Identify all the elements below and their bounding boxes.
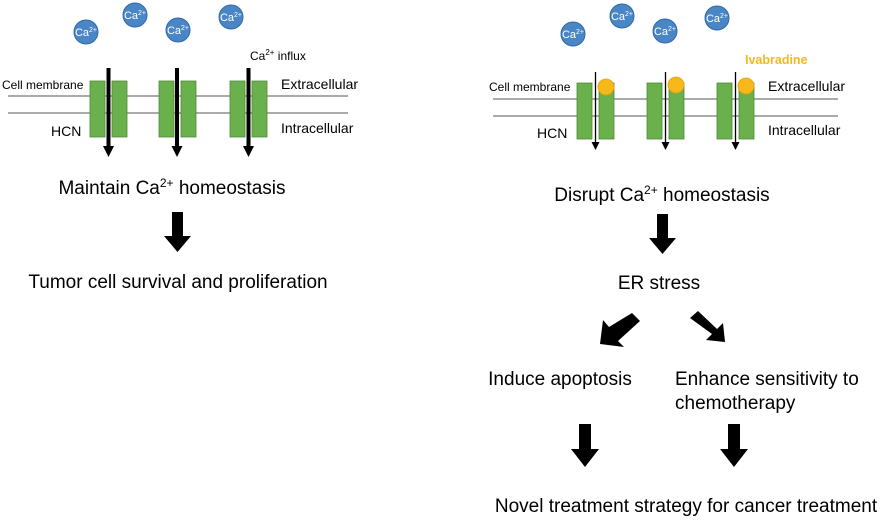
right-calcium-ion-2: Ca2+: [609, 3, 635, 29]
right-calcium-ion-4: Ca2+: [704, 5, 730, 31]
left-hcn-channel-3: [229, 80, 268, 138]
left-down-arrow: [164, 212, 191, 252]
right-calcium-ion-1: Ca2+: [560, 21, 586, 47]
left-influx-arrow-3: [243, 68, 254, 157]
left-extracellular-label: Extracellular: [281, 76, 358, 92]
right-enhance-sensitivity-text-line1: Enhance sensitivity to: [675, 369, 859, 390]
left-calcium-ion-1: Ca2+: [73, 19, 99, 45]
right-hcn-channel-1: [576, 82, 615, 140]
left-cell-membrane-label: Cell membrane: [2, 78, 84, 92]
svg-text:Ca2+: Ca2+: [654, 26, 676, 38]
right-down-arrow-3: [720, 424, 748, 467]
left-influx-arrow-1: [103, 68, 114, 157]
left-hcn-label: HCN: [51, 123, 81, 139]
right-novel-treatment-text: Novel treatment strategy for cancer trea…: [495, 496, 878, 517]
svg-text:Ca2+: Ca2+: [220, 12, 242, 24]
left-calcium-ion-4: Ca2+: [218, 4, 244, 30]
right-down-arrow-1: [649, 214, 676, 254]
right-ivabradine-molecule-3: [737, 77, 755, 95]
right-panel: Ca2+ Ca2+ Ca2+ Ca2+: [488, 3, 878, 517]
right-diagonal-arrow-right: [690, 311, 725, 342]
left-maintain-homeostasis-text: Maintain Ca2+ homeostasis: [58, 176, 285, 199]
svg-text:Ca2+: Ca2+: [124, 10, 146, 22]
left-hcn-channel-1: [89, 80, 128, 138]
right-calcium-ion-3: Ca2+: [652, 18, 678, 44]
right-induce-apoptosis-text: Induce apoptosis: [488, 369, 632, 390]
right-er-stress-text: ER stress: [618, 273, 700, 294]
right-hcn-label: HCN: [537, 125, 567, 141]
right-ivabradine-molecule-1: [597, 78, 615, 96]
right-enhance-sensitivity-text-line2: chemotherapy: [675, 393, 796, 414]
right-disrupt-homeostasis-text: Disrupt Ca2+ homeostasis: [554, 183, 769, 206]
right-extracellular-label: Extracellular: [768, 78, 845, 94]
left-calcium-ion-2: Ca2+: [122, 2, 148, 28]
left-influx-arrow-2: [171, 68, 183, 157]
svg-text:Ca2+: Ca2+: [706, 13, 728, 25]
right-diagonal-arrow-left: [600, 313, 640, 347]
svg-text:Ca2+: Ca2+: [611, 11, 633, 23]
right-ivabradine-molecule-2: [667, 76, 685, 94]
right-hcn-channel-2: [646, 82, 685, 140]
left-hcn-channel-2: [158, 80, 197, 138]
right-ivabradine-label: Ivabradine: [745, 53, 808, 67]
left-intracellular-label: Intracellular: [281, 120, 354, 136]
left-calcium-ion-3: Ca2+: [165, 17, 191, 43]
left-calcium-influx-label: Ca2+ influx: [250, 48, 306, 63]
right-down-arrow-2: [571, 424, 599, 467]
svg-text:Ca2+: Ca2+: [167, 25, 189, 37]
svg-text:Ca2+: Ca2+: [562, 29, 584, 41]
right-cell-membrane-label: Cell membrane: [489, 80, 571, 94]
left-tumor-survival-text: Tumor cell survival and proliferation: [28, 272, 327, 293]
svg-text:Ca2+: Ca2+: [75, 27, 97, 39]
right-intracellular-label: Intracellular: [768, 122, 841, 138]
left-panel: Ca2+ Ca2+ Ca2+ Ca2+: [2, 2, 358, 293]
